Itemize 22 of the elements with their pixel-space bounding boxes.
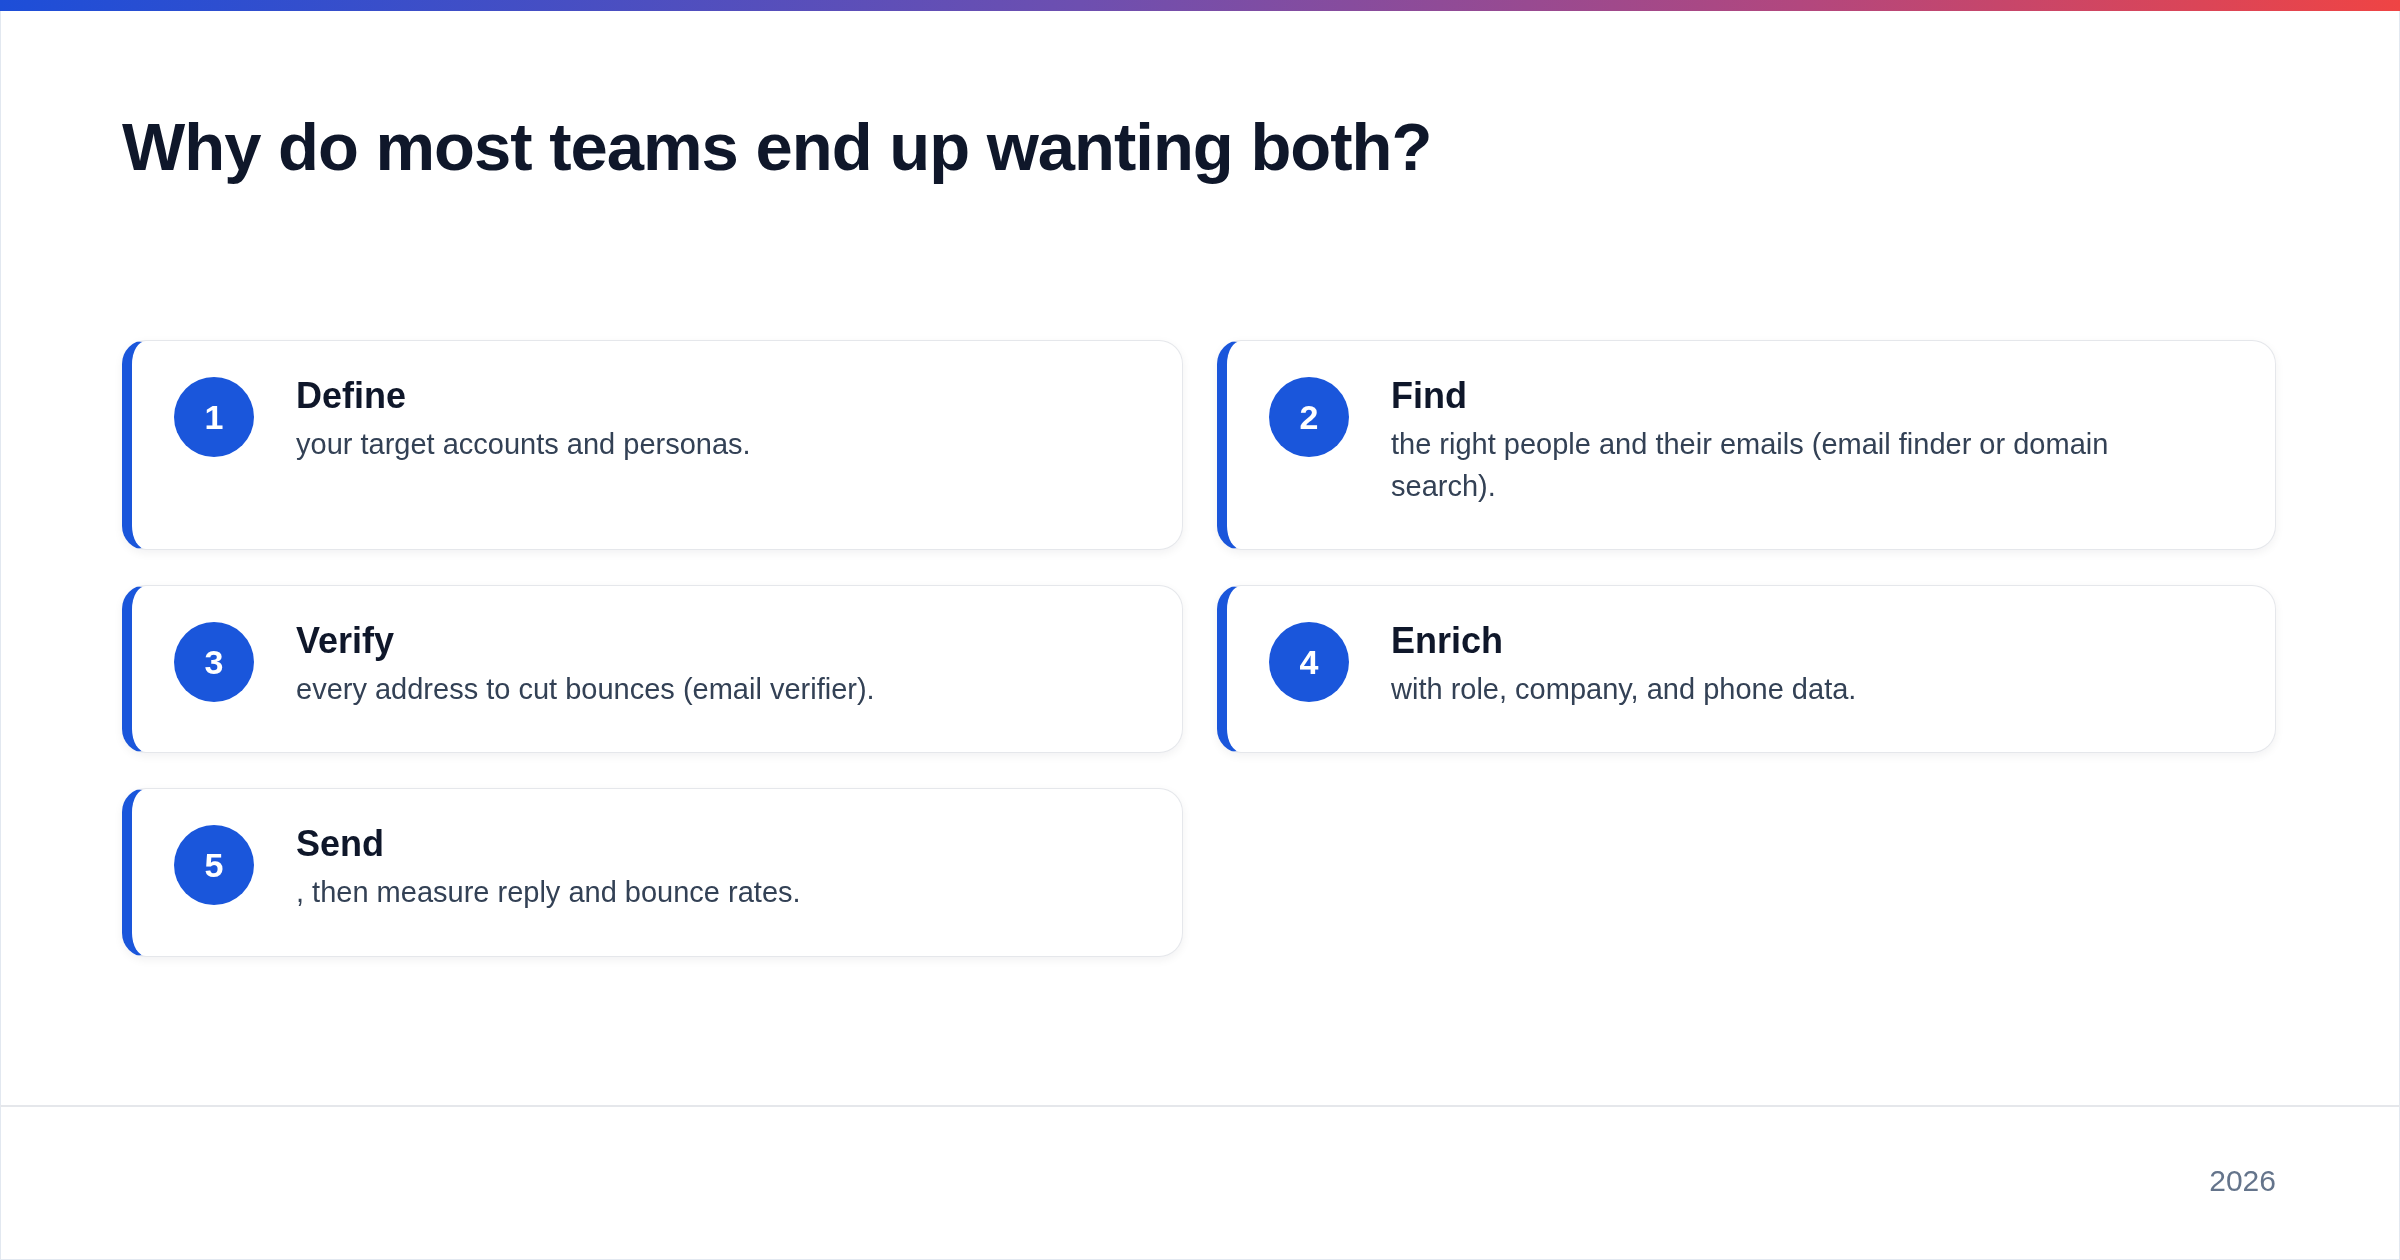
step-card <box>122 340 1183 550</box>
number-circle: 5 <box>174 825 254 905</box>
step-card <box>1217 340 2276 550</box>
step-description: every address to cut bounces (email verifier). <box>296 672 876 707</box>
number-circle: 1 <box>174 377 254 457</box>
step-card <box>122 585 1183 753</box>
step-description: your target accounts and personas. <box>296 427 752 462</box>
step-card <box>122 788 1183 957</box>
step-card <box>1217 585 2276 753</box>
step-heading: Enrich <box>1391 620 1504 662</box>
number-circle: 4 <box>1269 622 1349 702</box>
step-description: the right people and their emails (email finder or domain search). <box>1391 427 2110 504</box>
step-heading: Define <box>296 375 407 417</box>
step-description: , then measure reply and bounce rates. <box>296 875 802 910</box>
step-heading: Verify <box>296 620 395 662</box>
number-circle: 3 <box>174 622 254 702</box>
page-title: Why do most teams end up wanting both? <box>122 108 1432 185</box>
year-label: 2026 <box>2209 1164 2276 1198</box>
step-description: with role, company, and phone data. <box>1391 672 1858 707</box>
number-circle: 2 <box>1269 377 1349 457</box>
step-heading: Send <box>296 823 384 865</box>
step-heading: Find <box>1391 375 1467 417</box>
